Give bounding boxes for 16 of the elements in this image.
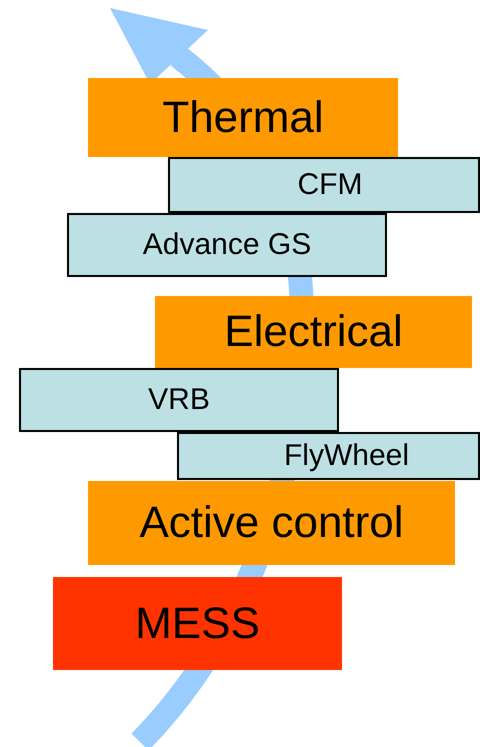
category-box [53, 577, 342, 670]
node-label: Active control [139, 498, 404, 548]
technology-box [67, 213, 387, 277]
node-label: Electrical [224, 307, 403, 357]
node-label: MESS [135, 598, 260, 648]
node-label: CFM [298, 168, 362, 202]
node-label: Advance GS [142, 228, 312, 262]
technology-box [19, 368, 339, 432]
node-label: Thermal [162, 92, 324, 142]
technology-box [168, 157, 480, 213]
node-label: FlyWheel [284, 439, 410, 473]
node-label: VRB [148, 383, 210, 417]
technology-box [177, 432, 480, 480]
category-box [88, 78, 398, 157]
category-box [88, 481, 455, 565]
category-box [155, 296, 472, 368]
